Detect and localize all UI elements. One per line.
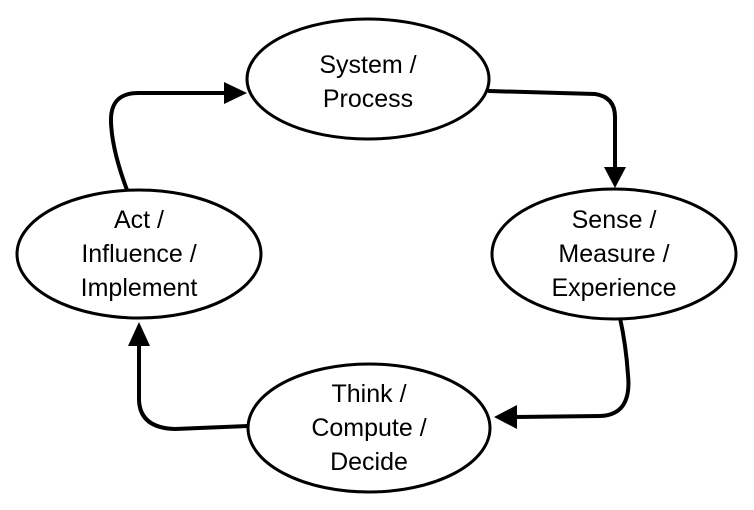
node-system-line-1: System /: [319, 51, 416, 79]
node-sense-line-1: Sense /: [572, 206, 657, 234]
edge-think-to-act: [137, 343, 250, 431]
node-think-shape: [246, 362, 492, 494]
arrowhead-act: [128, 322, 150, 346]
node-system: System / Process: [245, 17, 491, 141]
node-act-line-1: Act /: [114, 206, 164, 234]
edge-system-to-sense: [487, 89, 617, 170]
arrowhead-sense: [604, 167, 626, 188]
node-act: Act / Influence / Implement: [15, 188, 263, 320]
node-act-shape: [15, 188, 263, 320]
edges: [108, 82, 631, 431]
node-act-line-2: Influence /: [81, 240, 196, 268]
node-sense: Sense / Measure / Experience: [490, 187, 738, 321]
node-act-line-3: Implement: [81, 274, 198, 302]
node-sense-line-2: Measure /: [558, 240, 669, 268]
arrowhead-system: [224, 82, 247, 104]
arrowhead-think: [494, 405, 517, 429]
node-think-line-2: Compute /: [311, 414, 426, 442]
node-system-line-2: Process: [323, 85, 413, 113]
edge-sense-to-think: [514, 316, 631, 419]
node-think-line-3: Decide: [330, 448, 408, 476]
node-think-line-1: Think /: [331, 380, 406, 408]
edge-act-to-system: [108, 90, 228, 192]
node-sense-shape: [490, 187, 738, 321]
node-system-shape: [245, 17, 491, 141]
node-sense-line-3: Experience: [551, 274, 676, 302]
node-think: Think / Compute / Decide: [246, 362, 492, 494]
